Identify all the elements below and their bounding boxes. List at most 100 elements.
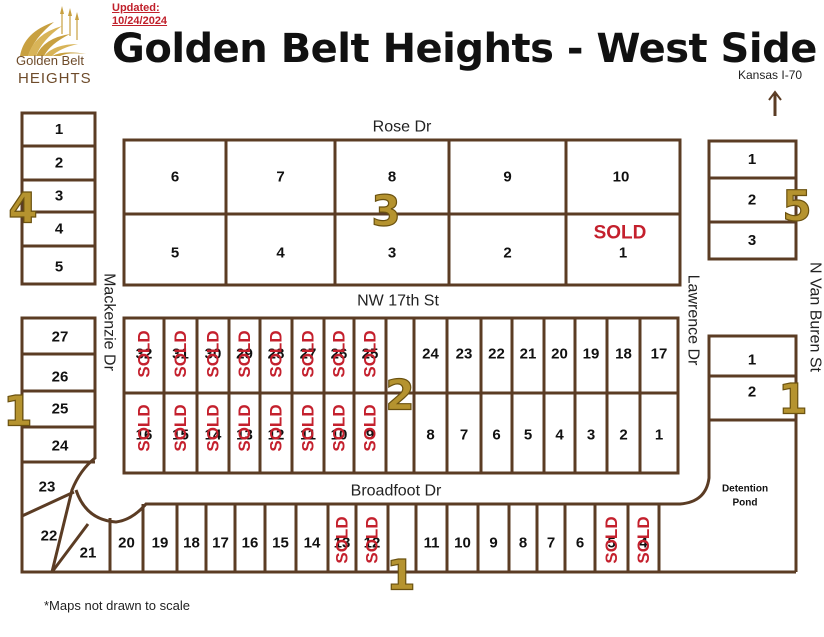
street-mackenzie-dr: Mackenzie Dr	[101, 273, 118, 371]
lot-number: 7	[460, 427, 468, 444]
lot-number: 4	[276, 245, 285, 262]
lot-number: 10	[454, 535, 471, 552]
block-5-outline	[707, 139, 798, 261]
lot-number: 5	[171, 245, 179, 262]
block-2-outline	[122, 316, 680, 475]
lot-number: 8	[388, 169, 396, 186]
lot-number: 4	[55, 221, 64, 238]
lot-number: 9	[366, 427, 374, 444]
lot-number: 13	[334, 535, 351, 552]
sold-label: SOLD	[135, 330, 154, 377]
lot-number: 29	[236, 346, 253, 363]
lot-number: 3	[587, 427, 595, 444]
lot-number: 21	[80, 545, 97, 562]
lot-number: 2	[503, 245, 511, 262]
updated-date: 10/24/2024	[112, 15, 168, 27]
lot-number: 2	[619, 427, 627, 444]
street-broadfoot-dr: Broadfoot Dr	[351, 483, 442, 500]
lot-number: 12	[364, 535, 381, 552]
lot-number: 9	[489, 535, 497, 552]
lot-number: 16	[136, 427, 153, 444]
sold-label: SOLD	[634, 516, 653, 563]
logo-subtitle: HEIGHTS	[18, 70, 92, 87]
lot-number: 17	[651, 346, 668, 363]
sold-label: SOLD	[333, 516, 352, 563]
lot-number: 26	[331, 346, 348, 363]
phase-1-left-marker: 1	[3, 387, 32, 436]
sold-label: SOLD	[171, 330, 190, 377]
lot-lines	[20, 90, 798, 574]
lot-number: 10	[613, 169, 630, 186]
lot-number: 11	[300, 427, 316, 444]
sold-label: SOLD	[299, 404, 318, 451]
lot-number: 20	[551, 346, 568, 363]
street-lawrence-dr: Lawrence Dr	[685, 275, 702, 366]
lot-number: 19	[152, 535, 169, 552]
block-1-left-divider	[21, 490, 75, 518]
lot-number: 1	[55, 121, 63, 138]
lot-number: 31	[172, 346, 189, 363]
sold-label: SOLD	[602, 516, 621, 563]
updated-label: Updated: 10/24/2024	[112, 2, 167, 28]
lot-number: 25	[362, 346, 379, 363]
street-nw-17th-st: NW 17th St	[357, 293, 439, 310]
lot-number: 22	[488, 346, 505, 363]
lot-number: 3	[388, 245, 396, 262]
phase-3-marker: 3	[371, 187, 400, 236]
lot-number: 32	[136, 346, 153, 363]
detention-pond-label: Detention	[722, 484, 768, 495]
lot-number: 7	[276, 169, 284, 186]
sold-label: SOLD	[204, 404, 223, 451]
sold-label: SOLD	[267, 330, 286, 377]
sold-label: SOLD	[330, 404, 349, 451]
page-title: Golden Belt Heights - West Side	[112, 26, 817, 72]
lot-number: 17	[212, 535, 229, 552]
sold-label: SOLD	[594, 223, 647, 244]
lot-number: 9	[503, 169, 511, 186]
lot-number: 22	[41, 528, 58, 545]
lot-number: 27	[300, 346, 317, 363]
golden-belt-logo-icon	[20, 6, 86, 56]
phase-5-marker: 5	[782, 182, 811, 231]
detention-pond-label: Pond	[733, 498, 758, 509]
lot-number: 14	[304, 535, 321, 552]
lot-number: 2	[748, 192, 756, 209]
lot-number: 5	[55, 259, 63, 276]
lot-number: 5	[607, 535, 615, 552]
lot-number: 28	[268, 346, 285, 363]
lot-number: 1	[655, 427, 663, 444]
lot-number: 18	[183, 535, 200, 552]
lot-number: 2	[748, 384, 756, 401]
block-1-left-outline	[20, 316, 97, 574]
lot-number: 1	[748, 151, 756, 168]
sold-label: SOLD	[299, 330, 318, 377]
phase-2-marker: 2	[385, 371, 414, 420]
lot-number: 23	[39, 479, 56, 496]
kansas-direction-label: Kansas I-70	[738, 68, 803, 82]
lot-number: 3	[55, 188, 63, 205]
lot-number: 30	[205, 346, 222, 363]
broadfoot-curb-line	[74, 420, 711, 524]
sold-label: SOLD	[235, 330, 254, 377]
lot-number: 13	[236, 427, 253, 444]
sold-label: SOLD	[235, 404, 254, 451]
lot-number: 1	[748, 352, 756, 369]
phase-1-right-marker: 1	[778, 375, 807, 424]
lot-number: 24	[52, 438, 69, 455]
sold-label: SOLD	[330, 330, 349, 377]
lot-number: 15	[272, 535, 289, 552]
lot-number: 6	[576, 535, 584, 552]
phase-4-marker: 4	[8, 184, 37, 233]
lot-number: 8	[426, 427, 434, 444]
sold-label: SOLD	[363, 516, 382, 563]
block-1-right-outline	[707, 334, 798, 422]
lot-number: 20	[118, 535, 135, 552]
lot-number: 23	[456, 346, 473, 363]
sold-label: SOLD	[361, 404, 380, 451]
lot-number: 10	[331, 427, 348, 444]
lot-number: 27	[52, 329, 69, 346]
lot-number: 5	[524, 427, 532, 444]
lot-number: 11	[424, 535, 440, 552]
street-rose-dr: Rose Dr	[373, 119, 432, 136]
